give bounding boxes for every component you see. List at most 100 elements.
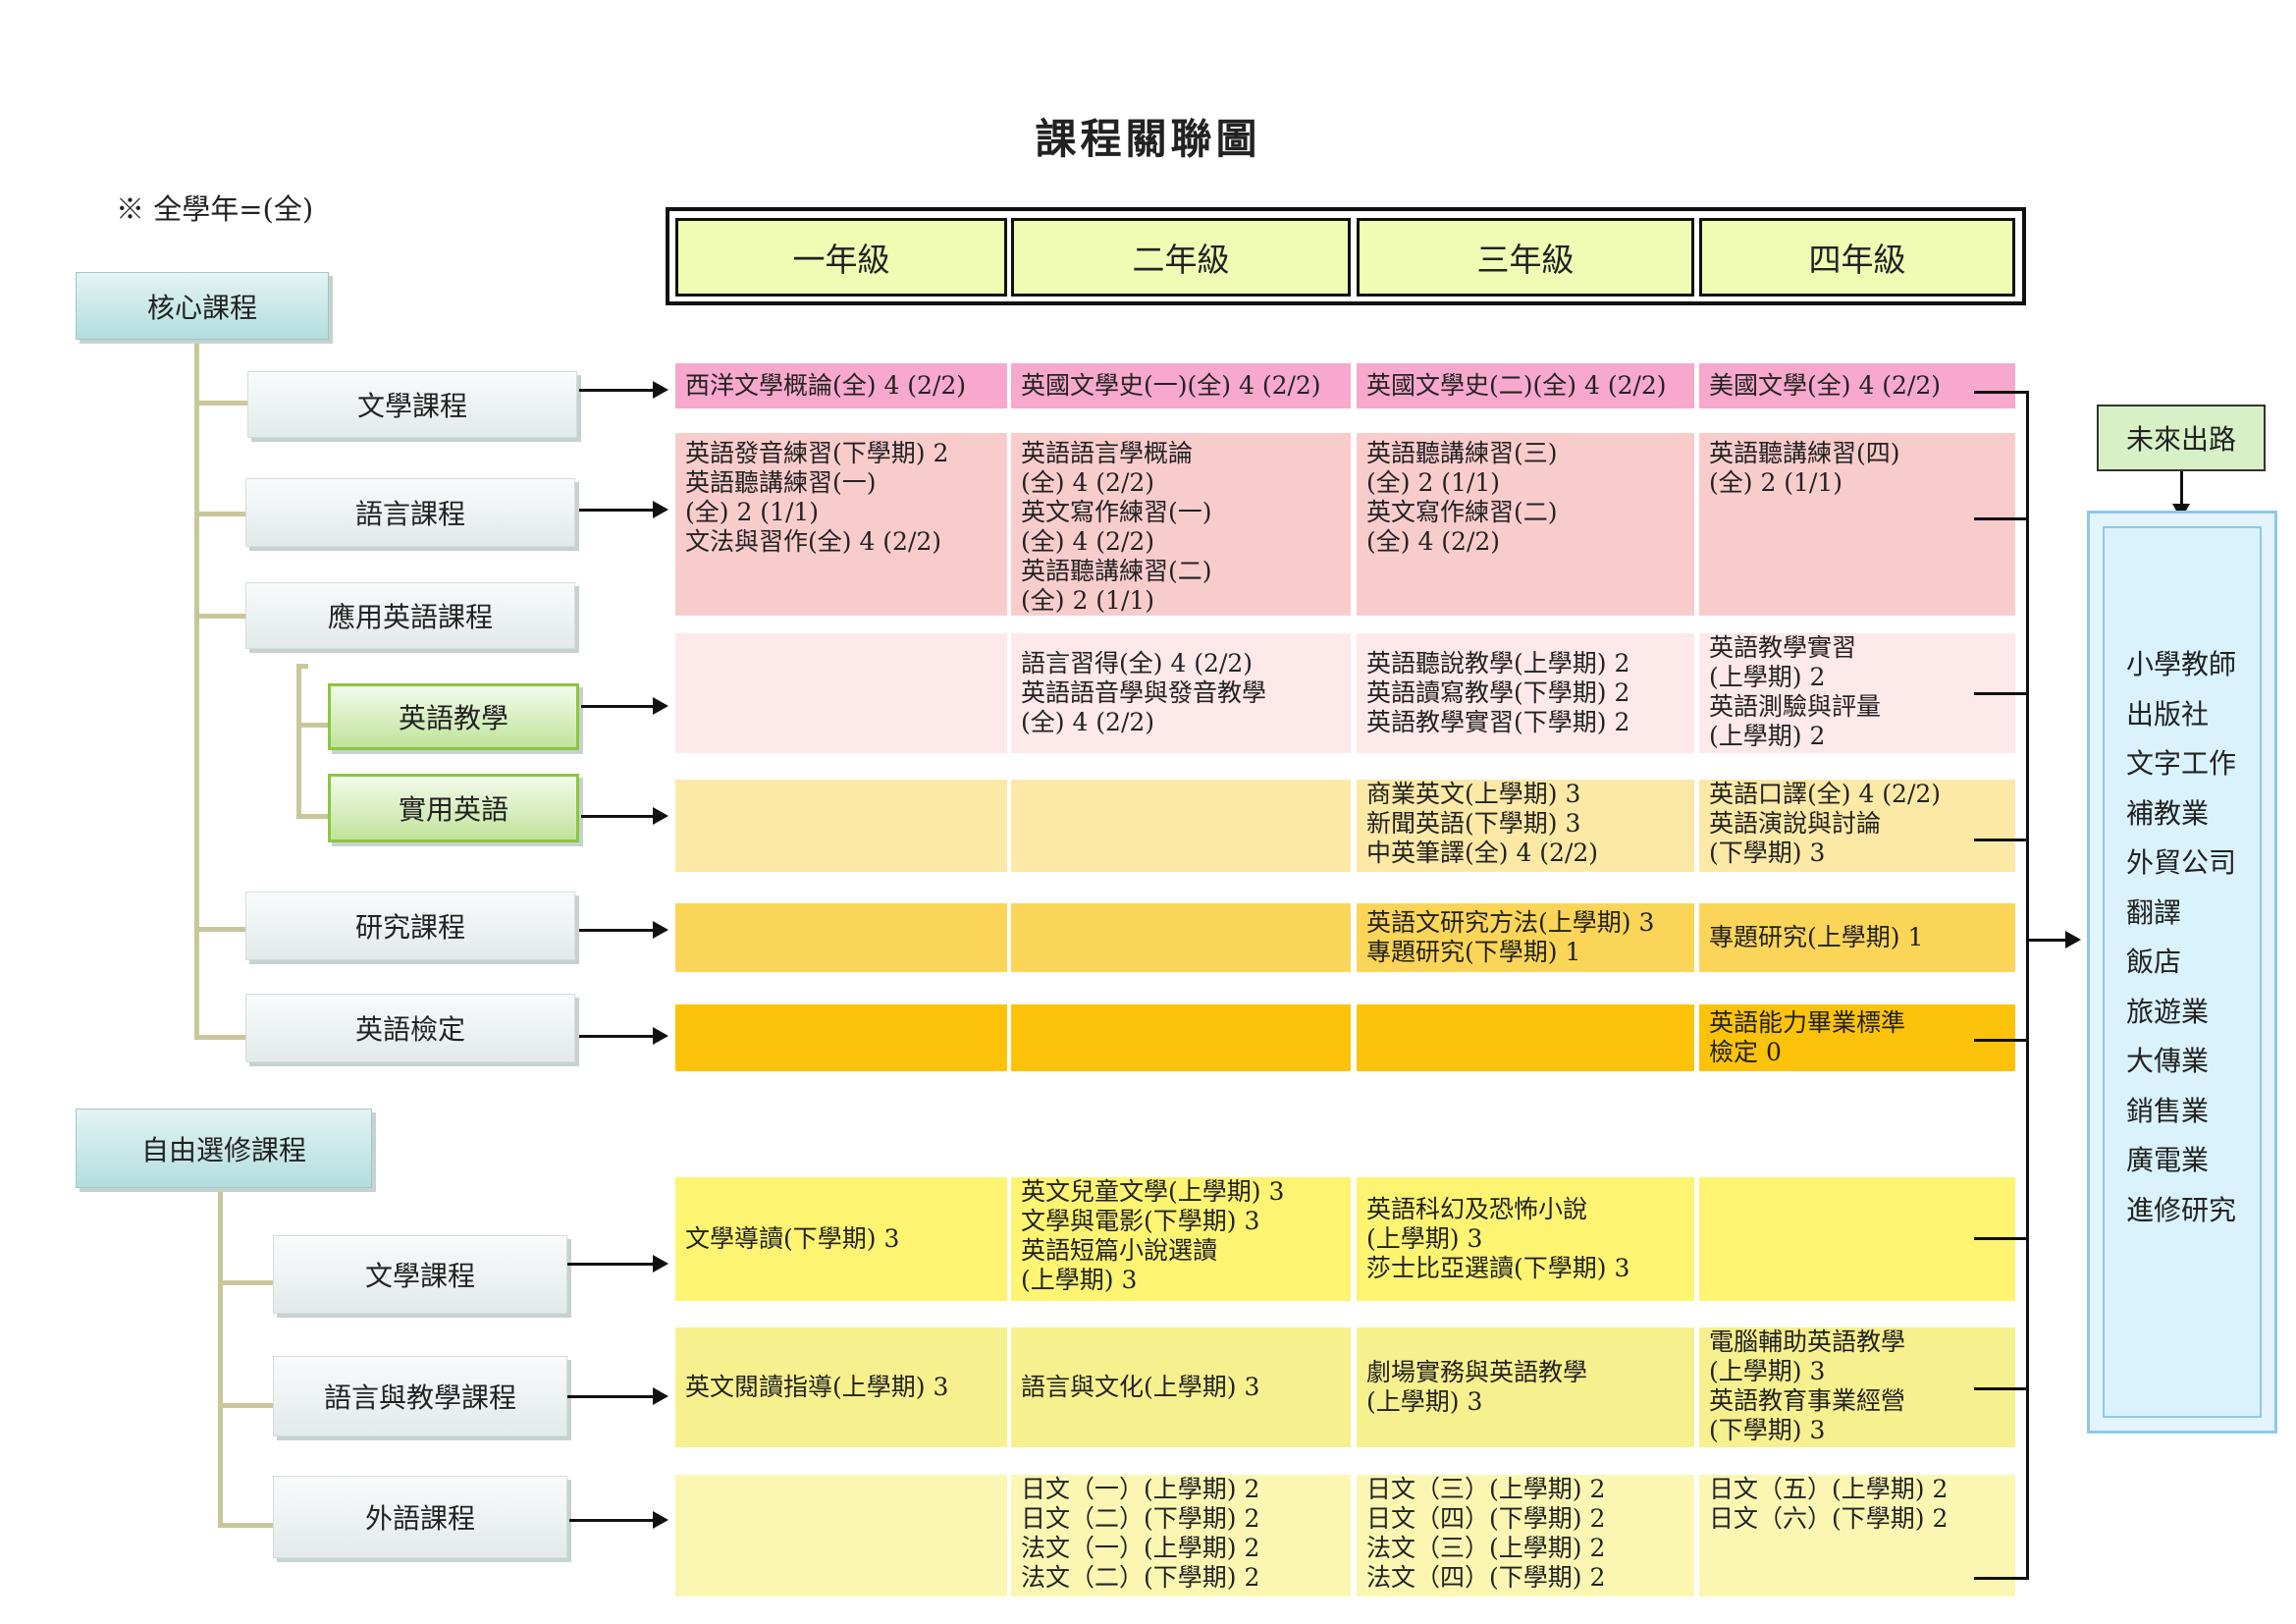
practical-english-box: 實用英語 — [328, 774, 579, 842]
course-item: 英語口譯(全) 4 (2/2) — [1709, 780, 1942, 808]
course-cell — [1011, 903, 1351, 972]
course-item: 英語教學實習(下學期) 2 — [1366, 708, 1630, 736]
course-item: 西洋文學概論(全) 4 (2/2) — [685, 371, 967, 400]
course-cell: 美國文學(全) 4 (2/2) — [1699, 363, 2015, 408]
career-bracket-tick — [1974, 517, 2029, 520]
course-cell: 英語教學實習 (上學期) 2 英語測驗與評量 (上學期) 2 — [1699, 633, 2015, 753]
course-item: (下學期) 3 — [1709, 839, 1826, 867]
course-cell — [1011, 780, 1351, 872]
course-item: 檢定 0 — [1709, 1038, 1782, 1066]
course-item: 語言習得(全) 4 (2/2) — [1021, 649, 1254, 677]
elective-branch — [218, 1403, 273, 1408]
careers-box-inner — [2103, 526, 2262, 1418]
elective-language-teaching-box: 語言與教學課程 — [273, 1356, 567, 1436]
course-cell: 英語口譯(全) 4 (2/2) 英語演說與討論 (下學期) 3 — [1699, 780, 2015, 872]
career-item: 翻譯 — [2126, 895, 2182, 929]
core-branch — [194, 927, 245, 932]
course-cell: 英語發音練習(下學期) 2 英語聽講練習(一) (全) 2 (1/1) 文法與習… — [675, 433, 1007, 616]
course-item: 日文（一）(上學期) 2 — [1021, 1475, 1260, 1503]
course-item: 英語語言學概論 — [1021, 439, 1194, 467]
core-language-box: 語言課程 — [245, 478, 575, 547]
course-item: (上學期) 3 — [1366, 1224, 1483, 1253]
course-cell: 英文兒童文學(上學期) 3 文學與電影(下學期) 3 英語短篇小說選讀 (上學期… — [1011, 1177, 1351, 1301]
grade-2-header: 二年級 — [1011, 218, 1351, 297]
course-item: 劇場實務與英語教學 — [1366, 1358, 1588, 1386]
legend-note: ※ 全學年=(全) — [116, 192, 314, 226]
english-teaching-box: 英語教學 — [328, 683, 579, 750]
career-item: 外貿公司 — [2126, 846, 2237, 879]
course-cell: 英語能力畢業標準 檢定 0 — [1699, 1004, 2015, 1071]
career-item: 進修研究 — [2126, 1193, 2237, 1226]
course-item: 英語發音練習(下學期) 2 — [685, 439, 949, 467]
arrow-right — [569, 1511, 668, 1529]
course-cell: 文學導讀(下學期) 3 — [675, 1177, 1007, 1301]
career-bracket-tick — [1974, 1387, 2029, 1390]
elective-literature-box: 文學課程 — [273, 1235, 567, 1314]
arrow-right — [567, 1255, 668, 1272]
career-item: 旅遊業 — [2126, 995, 2210, 1028]
course-item: 商業英文(上學期) 3 — [1366, 780, 1581, 808]
course-item: 英語聽講練習(四) — [1709, 439, 1900, 467]
course-cell: 電腦輔助英語教學 (上學期) 3 英語教育事業經營 (下學期) 3 — [1699, 1327, 2015, 1447]
course-cell: 英國文學史(二)(全) 4 (2/2) — [1357, 363, 1694, 408]
course-cell: 英語聽講練習(三) (全) 2 (1/1) 英文寫作練習(二) (全) 4 (2… — [1357, 433, 1694, 616]
arrow-right — [579, 921, 668, 939]
course-item: (上學期) 2 — [1709, 663, 1826, 691]
course-item: 英語測驗與評量 — [1709, 692, 1882, 721]
arrow-right — [579, 501, 668, 518]
course-item: 日文（六）(下學期) 2 — [1709, 1504, 1949, 1533]
elective-foreign-language-box: 外語課程 — [273, 1476, 567, 1558]
course-item: (全) 2 (1/1) — [685, 498, 820, 526]
course-cell: 西洋文學概論(全) 4 (2/2) — [675, 363, 1007, 408]
course-cell — [675, 633, 1007, 753]
careers-list: 小學教師 出版社 文字工作 補教業 外貿公司 翻譯 飯店 旅遊業 大傳業 銷售業… — [2103, 640, 2262, 1235]
arrow-right — [581, 697, 668, 715]
course-cell — [675, 780, 1007, 872]
applied-branch — [296, 723, 330, 728]
applied-english-box: 應用英語課程 — [245, 582, 575, 649]
course-item: 美國文學(全) 4 (2/2) — [1709, 371, 1942, 400]
course-item: 英語教育事業經營 — [1709, 1386, 1906, 1415]
course-cell: 日文（五）(上學期) 2 日文（六）(下學期) 2 — [1699, 1475, 2015, 1597]
course-item: (上學期) 3 — [1021, 1266, 1138, 1294]
course-cell: 語言與文化(上學期) 3 — [1011, 1327, 1351, 1447]
course-cell: 英語文研究方法(上學期) 3 專題研究(下學期) 1 — [1357, 903, 1694, 972]
core-courses-box: 核心課程 — [76, 272, 329, 340]
course-cell: 英語語言學概論 (全) 4 (2/2) 英文寫作練習(一) (全) 4 (2/2… — [1011, 433, 1351, 616]
career-bracket-line — [2026, 391, 2029, 1579]
course-item: 法文（三）(上學期) 2 — [1366, 1534, 1606, 1562]
course-item: 英語教學實習 — [1709, 633, 1857, 662]
applied-branch — [296, 814, 330, 819]
core-branch — [194, 512, 245, 516]
course-item: 新聞英語(下學期) 3 — [1366, 809, 1581, 838]
research-courses-box: 研究課程 — [245, 892, 575, 960]
course-item: 英國文學史(一)(全) 4 (2/2) — [1021, 371, 1321, 400]
course-item: 英語讀寫教學(下學期) 2 — [1366, 678, 1630, 707]
course-item: 英語文研究方法(上學期) 3 — [1366, 908, 1655, 937]
course-item: 英語聽講練習(二) — [1021, 557, 1212, 585]
future-careers-label: 未來出路 — [2097, 405, 2266, 471]
course-cell: 英文閱讀指導(上學期) 3 — [675, 1327, 1007, 1447]
course-item: 日文（五）(上學期) 2 — [1709, 1475, 1949, 1503]
course-item: 日文（三）(上學期) 2 — [1366, 1475, 1606, 1503]
course-cell: 日文（三）(上學期) 2 日文（四）(下學期) 2 法文（三）(上學期) 2 法… — [1357, 1475, 1694, 1597]
course-item: 英國文學史(二)(全) 4 (2/2) — [1366, 371, 1667, 400]
course-item: 英語短篇小說選讀 — [1021, 1236, 1218, 1265]
career-bracket-tick — [1974, 692, 2029, 695]
course-cell: 英語聽講練習(四) (全) 2 (1/1) — [1699, 433, 2015, 616]
course-item: 文學與電影(下學期) 3 — [1021, 1207, 1260, 1235]
course-item: (上學期) 2 — [1709, 722, 1826, 750]
core-branch — [194, 401, 247, 406]
course-item: 語言與文化(上學期) 3 — [1021, 1373, 1260, 1401]
course-item: (上學期) 3 — [1366, 1387, 1483, 1416]
career-bracket-tick — [1974, 1039, 2029, 1042]
course-item: 日文（四）(下學期) 2 — [1366, 1504, 1606, 1533]
course-item: 英文閱讀指導(上學期) 3 — [685, 1373, 949, 1401]
course-item: (全) 4 (2/2) — [1366, 527, 1501, 556]
course-item: 文法與習作(全) 4 (2/2) — [685, 527, 942, 556]
core-branch — [194, 614, 245, 619]
course-item: 法文（一）(上學期) 2 — [1021, 1534, 1260, 1562]
course-item: 英語聽講練習(一) — [685, 468, 877, 497]
course-item: 英文寫作練習(二) — [1366, 498, 1558, 526]
applied-tree-trunk — [296, 664, 301, 819]
